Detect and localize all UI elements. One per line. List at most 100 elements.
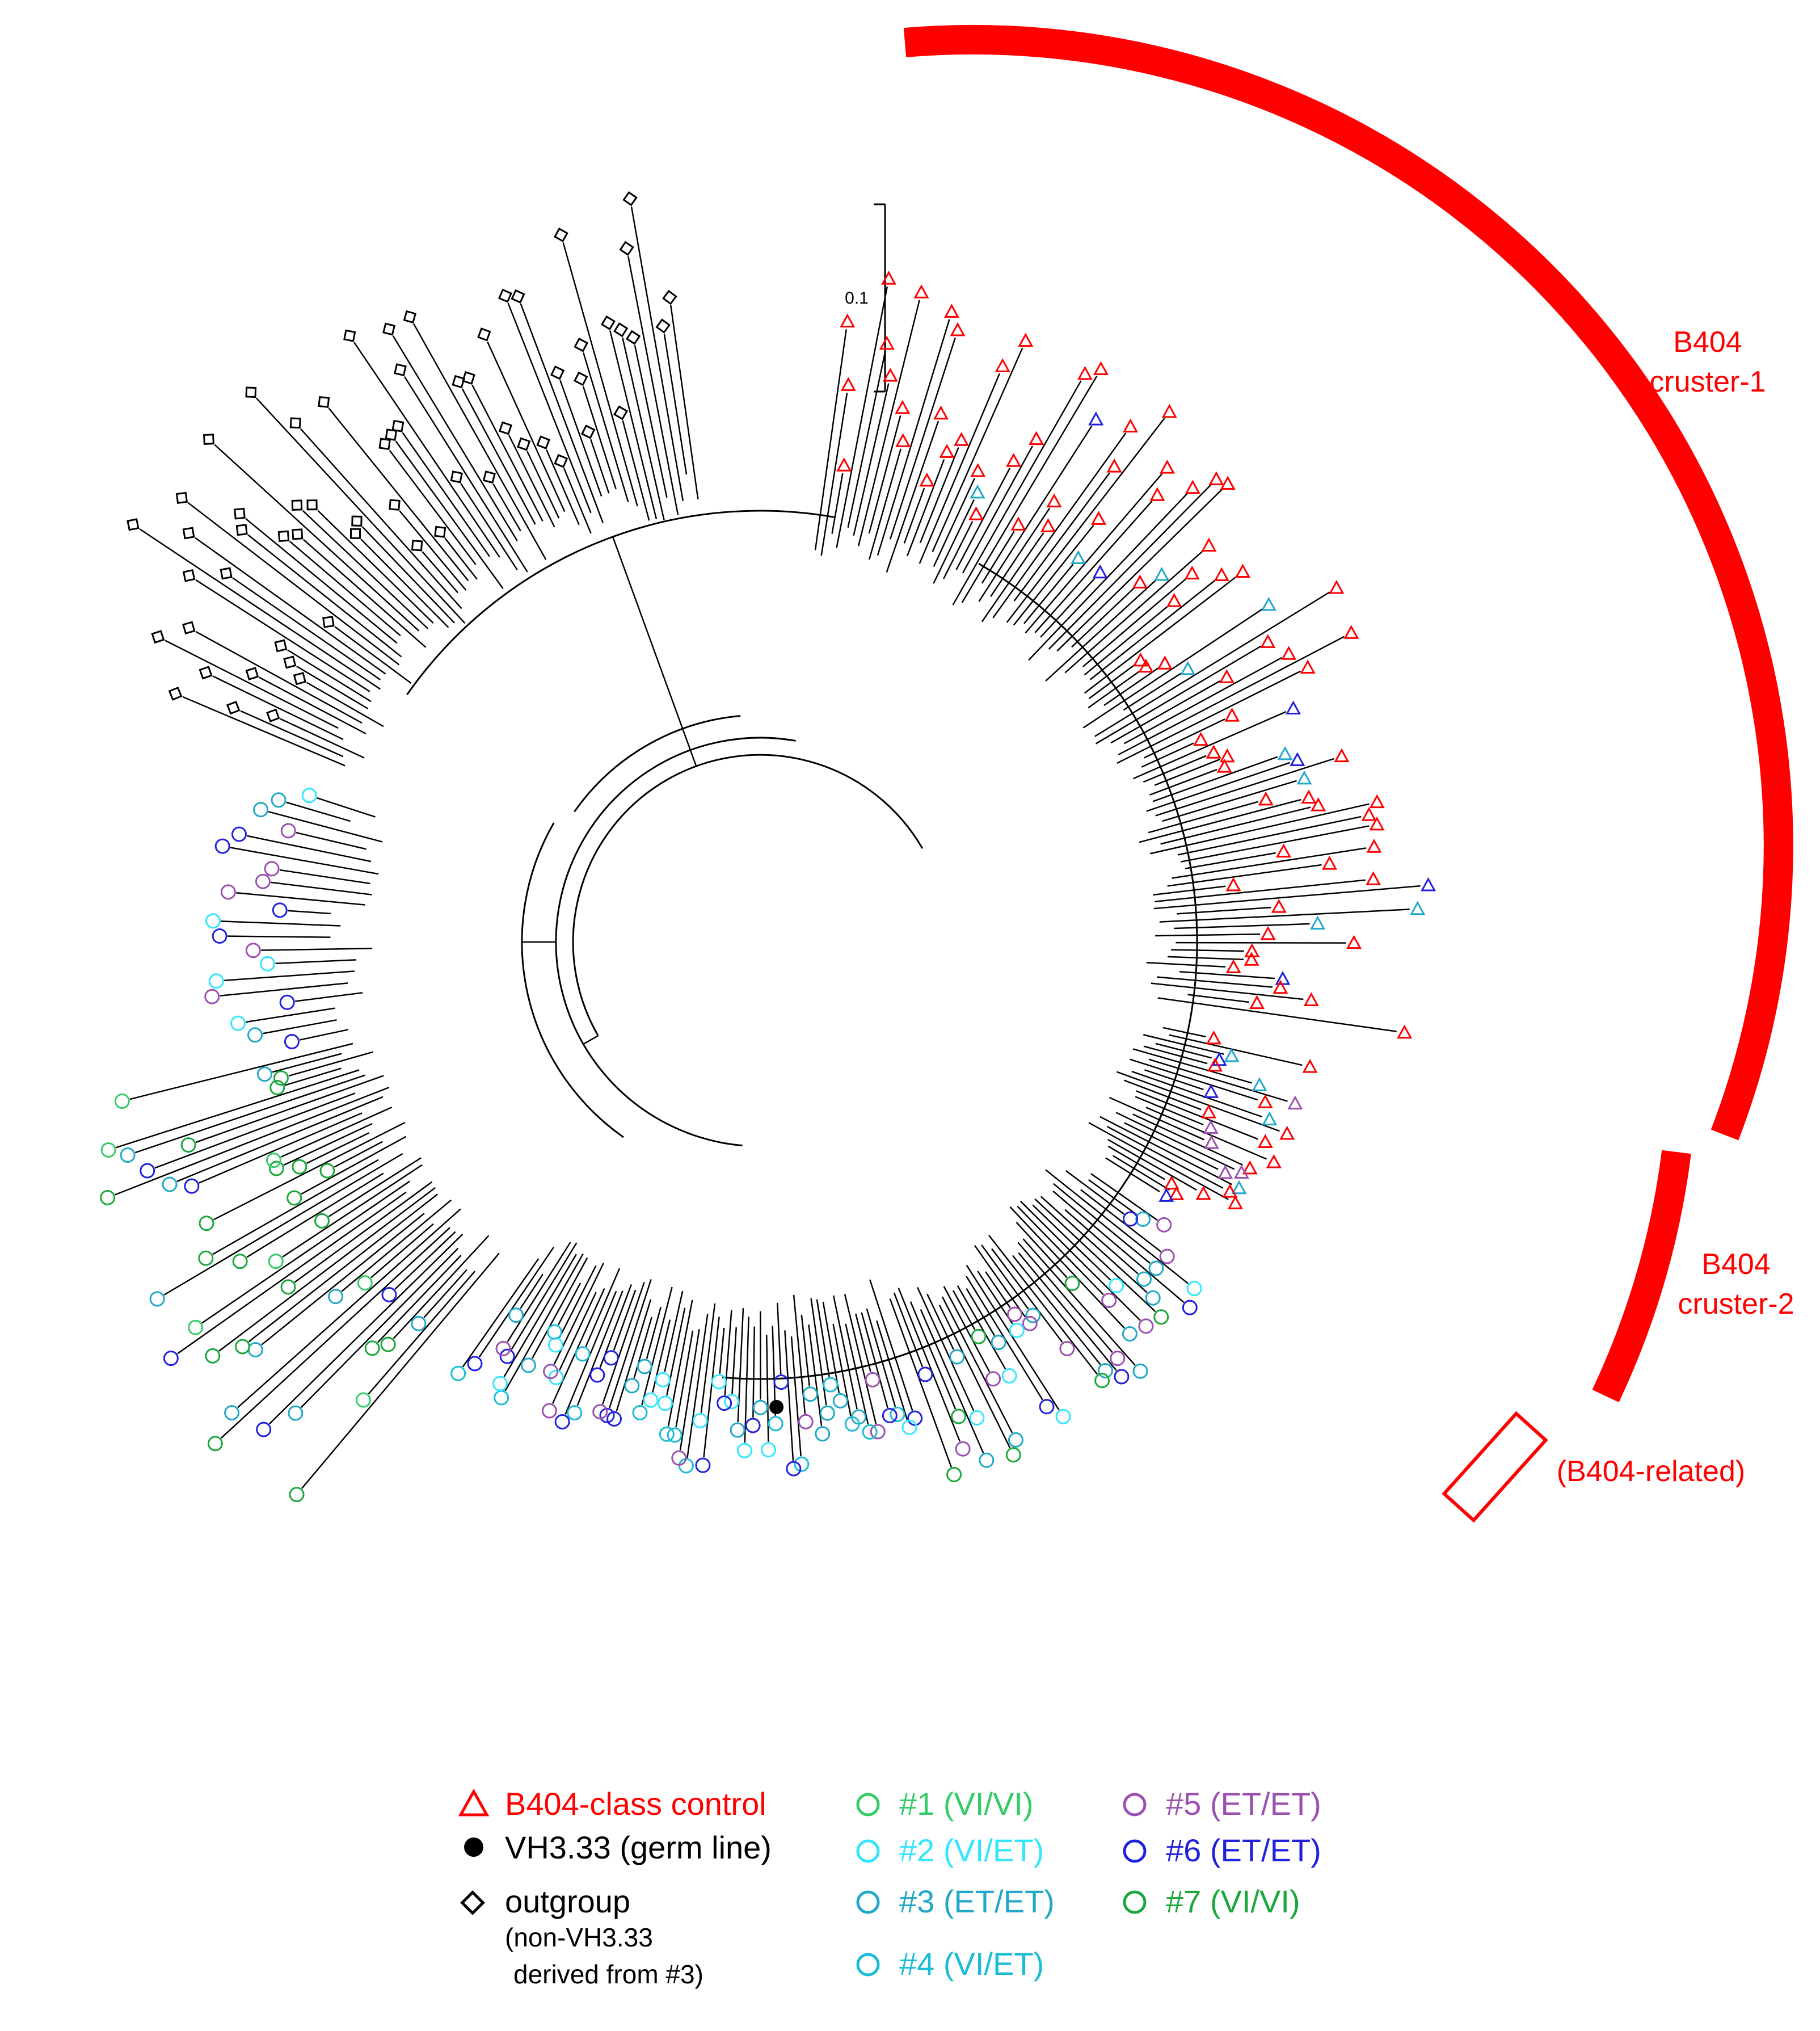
tree-branch <box>1143 1045 1208 1065</box>
tree-branch <box>317 797 376 818</box>
tree-arc <box>406 510 836 695</box>
tree-branch <box>992 432 1127 619</box>
circle-tip-icon <box>844 1416 860 1432</box>
tree-branch <box>679 1329 700 1450</box>
circle-tip-icon <box>268 1160 284 1176</box>
diamond-tip-icon <box>293 672 307 686</box>
triangle-tip-icon <box>950 322 966 337</box>
circle-open-icon <box>856 1839 880 1863</box>
circle-tip-icon <box>450 1365 466 1381</box>
tree-branch <box>1167 864 1322 887</box>
circle-tip-icon <box>301 788 317 804</box>
legend-label-2: #2 (VI/ET) <box>899 1832 1044 1868</box>
tree-branch <box>360 539 449 628</box>
diamond-tip-icon <box>235 524 248 536</box>
diamond-tip-icon <box>517 437 531 451</box>
circle-tip-icon <box>247 1027 263 1043</box>
triangle-tip-icon <box>1184 565 1200 580</box>
tree-branch <box>1153 885 1421 910</box>
tree-branch <box>271 881 372 895</box>
circle-tip-icon <box>786 1461 802 1477</box>
tree-branch <box>981 532 1044 623</box>
circle-tip-icon <box>1008 1432 1024 1448</box>
circle-tip-icon <box>949 1349 965 1365</box>
tree-branch <box>507 1242 571 1343</box>
tree-branch <box>1052 1183 1151 1264</box>
circle-tip-icon <box>692 1412 708 1428</box>
tree-branch <box>630 206 684 501</box>
tree-branch <box>943 1286 991 1373</box>
tree-branch <box>377 1255 462 1343</box>
tree-arc <box>722 562 1198 1380</box>
triangle-tip-icon <box>1303 992 1319 1006</box>
circle-tip-icon <box>357 1275 373 1291</box>
tree-branch <box>1018 1252 1117 1372</box>
tree-branch <box>1089 579 1216 680</box>
tree-branch <box>868 448 901 560</box>
circle-tip-icon <box>543 1364 559 1380</box>
triangle-tip-icon <box>1260 634 1276 648</box>
tree-branch <box>1106 1125 1224 1189</box>
circle-tip-icon <box>794 1456 810 1472</box>
triangle-tip-icon <box>1220 476 1236 490</box>
circle-tip-icon <box>205 1348 221 1364</box>
diamond-tip-icon <box>322 616 335 628</box>
tree-branch <box>988 1235 1098 1375</box>
circle-tip-icon <box>319 1163 335 1179</box>
tree-branch <box>1143 718 1225 759</box>
tree-branch <box>559 380 603 497</box>
triangle-tip-icon <box>895 433 911 447</box>
tree-branch <box>820 392 848 556</box>
tree-branch <box>187 502 400 666</box>
tree-branch <box>1162 1027 1206 1038</box>
tree-branch <box>399 510 467 591</box>
tree-branch <box>933 478 975 567</box>
triangle-tip-icon <box>1271 899 1287 913</box>
tree-branch <box>1132 1113 1243 1166</box>
circle-tip-icon <box>1148 1260 1164 1276</box>
tree-branch <box>752 1326 756 1418</box>
tree-branch <box>282 1164 423 1258</box>
tree-branch <box>508 435 555 528</box>
tree-branch <box>302 539 427 648</box>
tree-branch <box>991 1248 1063 1343</box>
tree-branch <box>582 386 617 490</box>
tree-branch <box>261 948 373 951</box>
circle-tip-icon <box>364 1340 380 1356</box>
tree-branch <box>259 676 366 734</box>
b404-related-box <box>1442 1411 1548 1523</box>
tree-branch <box>981 531 1015 584</box>
tree-branch <box>1084 605 1169 676</box>
circle-tip-icon <box>1122 1326 1138 1342</box>
tree-branch <box>1171 949 1244 952</box>
tree-branch <box>1094 591 1330 737</box>
triangle-tip-icon <box>1420 877 1436 892</box>
tree-branch <box>392 335 518 541</box>
triangle-tip-icon <box>1149 487 1165 501</box>
tree-branch <box>1181 825 1370 863</box>
tree-branches <box>115 206 1421 1489</box>
cluster-arcs <box>903 24 1793 1523</box>
tree-branch <box>1148 801 1259 834</box>
tree-branch <box>1179 970 1275 979</box>
triangle-tip-icon <box>970 484 985 499</box>
legend-label-7: #7 (VI/VI) <box>1166 1883 1300 1919</box>
tree-branch <box>1173 923 1310 930</box>
circle-tip-icon <box>188 1319 204 1335</box>
triangle-tip-icon <box>1208 471 1224 486</box>
circle-tip-icon <box>862 1424 878 1440</box>
tree-branch <box>943 521 974 579</box>
tree-branch <box>889 337 956 540</box>
tree-branch <box>328 407 469 582</box>
circle-tip-icon <box>1145 1290 1161 1306</box>
triangle-tip-icon <box>1157 655 1173 670</box>
tree-branch <box>334 1141 383 1168</box>
tree-branch <box>985 1271 1011 1309</box>
diamond-tip-icon <box>234 507 246 520</box>
triangle-tip-icon <box>1224 1048 1240 1062</box>
circle-tip-icon <box>271 792 287 808</box>
circle-tip-icon <box>220 884 236 900</box>
circle-tip-icon <box>606 1411 622 1427</box>
tree-branch <box>952 380 1082 605</box>
tree-branch <box>115 1086 390 1196</box>
